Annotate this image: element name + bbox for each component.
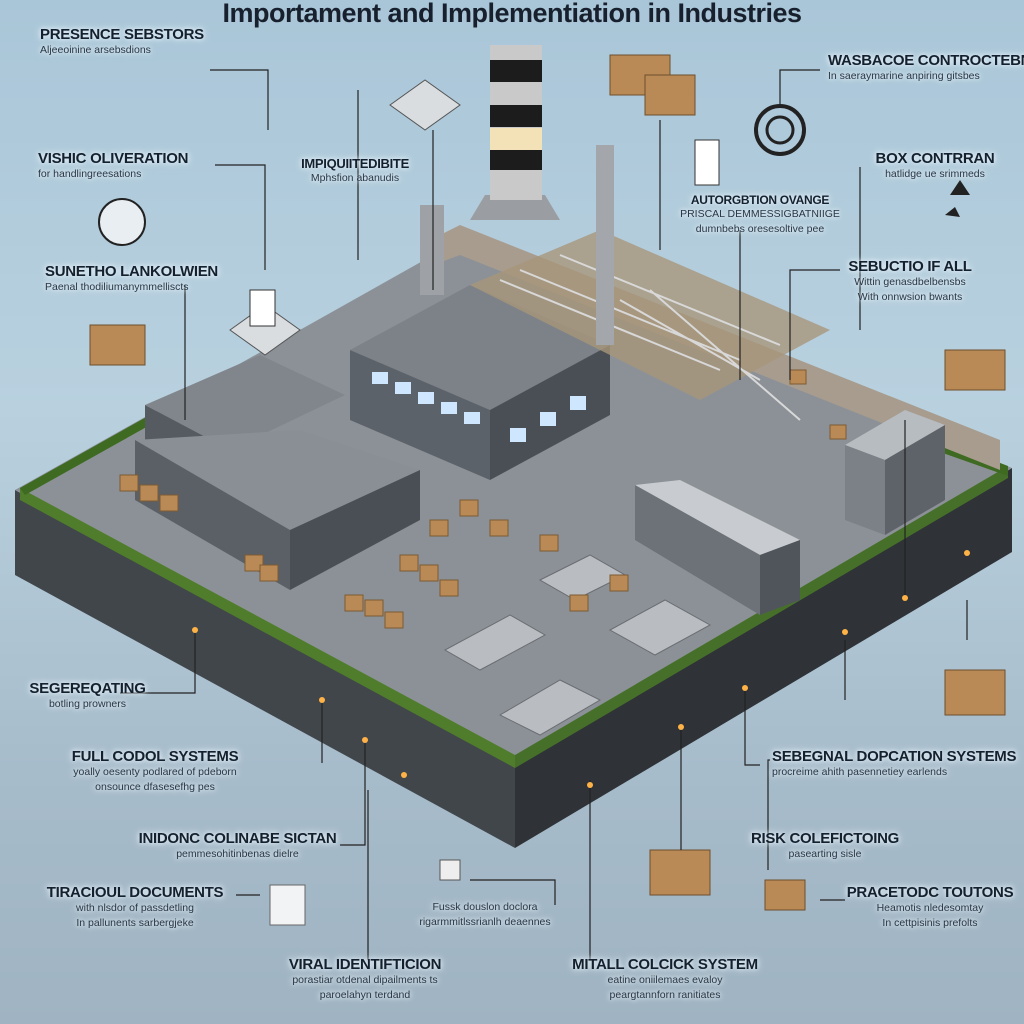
label-text: Fussk douslon doclora [432,901,538,913]
label-text: hatlidge ue srimmeds [885,168,985,180]
label-text: With onnwsion bwants [857,291,963,303]
central-roof [350,285,610,410]
tower-roof [845,410,945,460]
label-wasbacoe-controctebn: WASBACOE CONTROCTEBN In saeraymarine anp… [828,52,1024,84]
label-sunetho-lankolwien: SUNETHO LANKOLWIEN Paenal thodiliumanymm… [45,263,218,295]
right-building-front [635,485,760,615]
label-text: pemmesohitinbenas dielre [176,848,299,860]
label-pracetodc-toutons: PRACETODC TOUTONS Heamotis nledesomtay I… [840,884,1020,931]
label-text: paroelahyn terdand [319,989,411,1001]
label-text: porastiar otdenal dipailments ts [292,974,438,986]
label-text: In cettpisinis prefolts [882,917,978,929]
label-heading: VIRAL IDENTIFTICION [288,956,442,973]
hedge-back-left [20,415,150,495]
label-heading: SEBEGNAL DOPCATION SYSTEMS [772,748,1017,765]
label-heading: INIDONC COLINABE SICTAN [138,830,337,847]
hedge-right [515,466,1008,768]
label-presence-sensors: PRESENCE SEBSTORS Aljeeoinine arsebsdion… [40,26,204,58]
label-text: Wittin genasdbelbensbs [854,276,966,288]
label-text: Mphsfion abanudis [310,172,400,184]
label-autorgbtion-ovange: AUTORGBTION OVANGE PRISCAL DEMMESSIGBATN… [660,193,860,237]
label-heading: SUNETHO LANKOLWIEN [45,263,218,280]
label-impiquiitedibite: IMPIQUIITEDIBITE Mphsfion abanudis [285,156,425,186]
right-building-roof [635,480,800,555]
page-title: Importament and Implementiation in Indus… [222,0,802,28]
central-windows [372,372,586,442]
platform-left-wall [15,490,515,848]
lower-building-front [135,440,290,590]
tower-front [845,445,885,535]
label-inidonc-colinabe-sictan: INIDONC COLINABE SICTAN pemmesohitinbena… [130,830,345,862]
platform-right-wall [515,468,1012,848]
label-heading: PRESENCE SEBSTORS [40,26,204,43]
label-heading: TIRACIOUL DOCUMENTS [46,884,224,901]
label-text: peargtannforn ranitiates [609,989,721,1001]
chimney [420,45,614,345]
left-building-roof [145,355,345,450]
label-text: Paenal thodiliumanymmelliscts [45,281,189,293]
label-heading: MITALL COLCICK SYSTEM [572,956,758,973]
label-text: dumnbebs oresesoltive pee [695,223,825,235]
label-text: yoally oesenty podlared of pdeborn [73,766,237,778]
label-text: pasearting sisle [788,848,862,860]
label-box-contrran: BOX CONTRRAN hatlidge ue srimmeds [860,150,1010,182]
label-heading: FULL CODOL SYSTEMS [71,748,239,765]
leader-lines [120,69,968,960]
label-heading: VISHIC OLIVERATION [38,150,189,167]
label-text: In pallunents sarbergjeke [76,917,194,929]
label-sebegnal-dopcation-systems: SEBEGNAL DOPCATION SYSTEMS procreime ahi… [772,748,1016,780]
label-text: with nlsdor of passdetling [76,902,194,914]
floating-box-icons [89,54,1006,926]
ground-lights [192,550,970,788]
label-text: In saeraymarine anpiring gitsbes [828,70,980,82]
lower-building-roof [135,430,420,530]
label-text: botling prowners [48,698,127,710]
label-text: rigarmmitlssrianlh deaennes [419,916,551,928]
label-text: Aljeeoinine arsebsdions [40,44,151,56]
label-heading: AUTORGBTION OVANGE [690,193,830,207]
label-fussk-douslon: Fussk douslon doclora rigarmmitlssrianlh… [395,900,575,930]
label-heading: SEBUCTIO IF ALL [848,258,972,275]
label-heading: PRACETODC TOUTONS [846,884,1014,901]
label-text: procreime ahith pasennetiey earlends [772,766,948,778]
lower-building-side [290,470,420,590]
label-heading: BOX CONTRRAN [875,150,995,167]
label-heading: SEGEREQATING [29,680,146,697]
label-heading: WASBACOE CONTROCTEBN [828,52,1024,69]
label-sebuctio-if-all: SEBUCTIO IF ALL Wittin genasdbelbensbs W… [820,258,1000,305]
label-text: Heamotis nledesomtay [876,902,984,914]
label-vishic-oliveration: VISHIC OLIVERATION for handlingreesation… [38,150,188,182]
tower-side [885,425,945,535]
label-heading: RISK COLEFICTOING [751,830,899,847]
label-tiracioul-documents: TIRACIOUL DOCUMENTS with nlsdor of passd… [30,884,240,931]
label-mitall-colcick-system: MITALL COLCICK SYSTEM eatine oniilemaes … [555,956,775,1003]
label-risk-colefictoing: RISK COLEFICTOING pasearting sisle [735,830,915,862]
label-viral-identiftiction: VIRAL IDENTIFTICION porastiar otdenal di… [255,956,475,1003]
label-segereqating: SEGEREQATING botling prowners [20,680,155,712]
right-building-side [760,540,800,615]
label-text: PRISCAL DEMMESSIGBATNIIGE [680,208,840,220]
label-text: for handlingreesations [38,168,142,180]
label-text: eatine oniilemaes evaloy [607,974,723,986]
boxes [119,369,847,629]
label-text: onsounce dfasesefhg pes [95,781,215,793]
hedge-left [20,488,515,768]
label-full-codol-systems: FULL CODOL SYSTEMS yoally oesenty podlar… [35,748,275,795]
label-heading: IMPIQUIITEDIBITE [301,156,409,171]
machines [443,554,712,736]
